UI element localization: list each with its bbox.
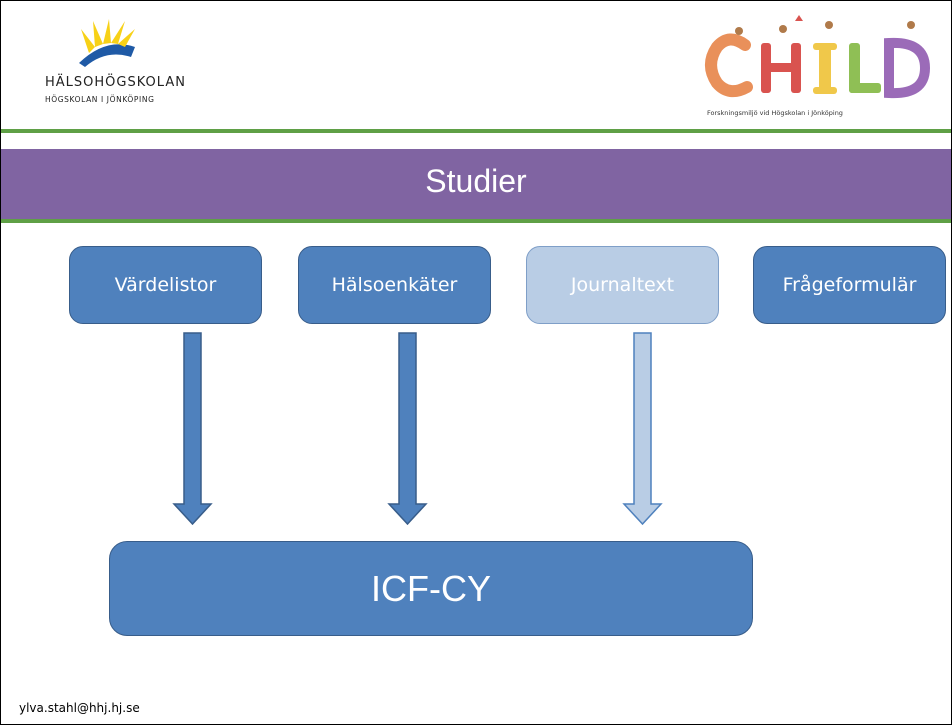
arrow-vardelistor — [172, 332, 213, 526]
source-box-halsoenkater: Hälsoenkäter — [298, 246, 491, 324]
source-box-label: Värdelistor — [114, 274, 217, 296]
source-box-label: Hälsoenkäter — [331, 274, 458, 296]
title-band: Studier — [1, 149, 951, 223]
child-logo: Forskningsmiljö vid Högskolan i Jönköpin… — [699, 15, 939, 125]
source-box-label: Frågeformulär — [782, 274, 917, 296]
target-box-label: ICF-CY — [371, 567, 491, 609]
slide-title: Studier — [425, 163, 527, 199]
child-tagline: Forskningsmiljö vid Högskolan i Jönköpin… — [707, 109, 843, 117]
arrow-journaltext — [622, 332, 663, 526]
target-box-icf-cy: ICF-CY — [109, 541, 753, 636]
source-box-frageformular: Frågeformulär — [753, 246, 946, 324]
sun-logo-icon — [79, 19, 135, 67]
arrow-halsoenkater — [387, 332, 428, 526]
halsohogskolan-logo: HÄLSOHÖGSKOLAN HÖGSKOLAN I JÖNKÖPING — [41, 17, 221, 112]
org-name: HÄLSOHÖGSKOLAN — [45, 75, 186, 90]
source-box-label: Journaltext — [570, 274, 675, 296]
org-subtitle: HÖGSKOLAN I JÖNKÖPING — [45, 95, 155, 104]
child-logo-icon — [705, 15, 931, 99]
source-box-vardelistor: Värdelistor — [69, 246, 262, 324]
footer-email: ylva.stahl@hhj.hj.se — [19, 701, 140, 715]
source-box-journaltext: Journaltext — [526, 246, 719, 324]
header-divider — [1, 129, 951, 133]
